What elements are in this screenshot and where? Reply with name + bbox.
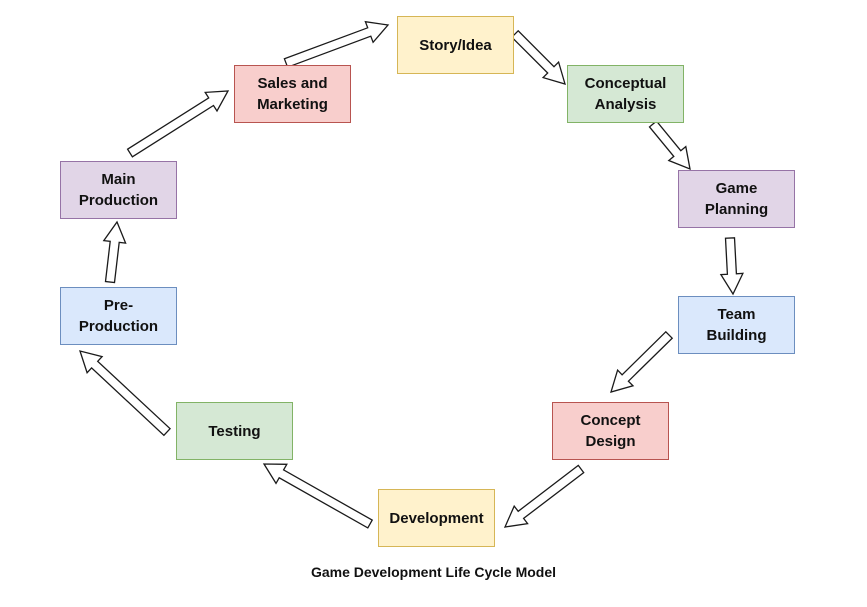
arrow-dev-to-testing: [262, 463, 374, 529]
node-team-building: Team Building: [678, 296, 795, 354]
node-label: Game Planning: [704, 180, 769, 218]
arrow-sales-to-story: [283, 20, 390, 69]
node-label: Development: [389, 509, 484, 527]
arrow-conceptual-to-planning: [648, 120, 691, 171]
node-development: Development: [378, 489, 495, 547]
arrow-planning-to-team: [719, 237, 744, 296]
node-label: Team Building: [706, 306, 767, 344]
arrow-team-to-concept: [610, 330, 674, 393]
node-label: Testing: [208, 422, 261, 440]
arrow-testing-to-preprod: [79, 350, 172, 437]
node-label: Main Production: [78, 171, 159, 209]
node-label: Pre- Production: [78, 297, 159, 335]
node-label: Story/Idea: [419, 36, 492, 54]
node-game-planning: Game Planning: [678, 170, 795, 228]
node-conceptual-analysis: Conceptual Analysis: [567, 65, 684, 123]
arrow-preprod-to-mainprod: [102, 220, 127, 284]
node-main-production: Main Production: [60, 161, 177, 219]
arrow-concept-to-dev: [503, 464, 585, 528]
node-label: Conceptual Analysis: [584, 75, 667, 113]
arrow-mainprod-to-sales: [126, 90, 230, 158]
diagram-caption: Game Development Life Cycle Model: [310, 564, 557, 580]
node-pre-production: Pre- Production: [60, 287, 177, 345]
node-label: Sales and Marketing: [257, 75, 328, 113]
arrow-story-to-conceptual: [510, 29, 566, 85]
node-label: Concept Design: [580, 412, 641, 450]
node-concept-design: Concept Design: [552, 402, 669, 460]
node-story-idea: Story/Idea: [397, 16, 514, 74]
node-testing: Testing: [176, 402, 293, 460]
node-sales-marketing: Sales and Marketing: [234, 65, 351, 123]
